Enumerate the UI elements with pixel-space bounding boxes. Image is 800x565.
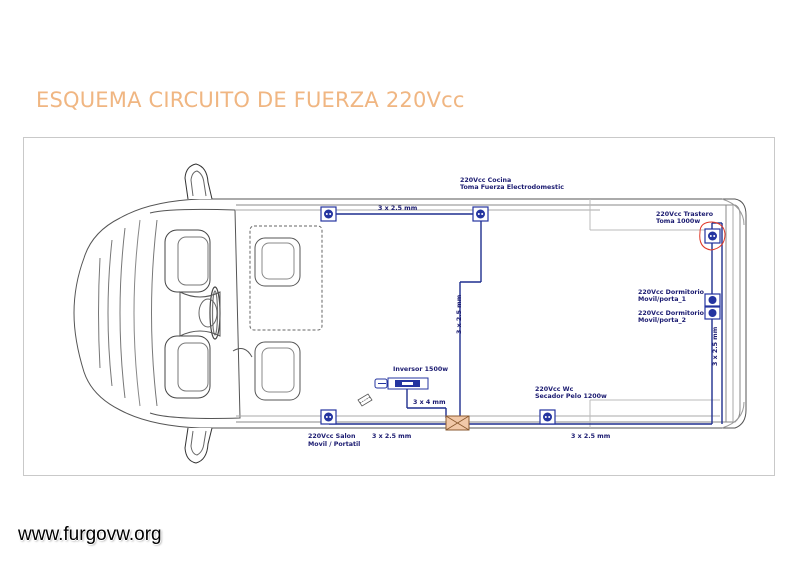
dim-right-vertical: 3 x 2.5 mm (712, 326, 719, 366)
label-cocina-line2: Toma Fuerza Electrodomestic (460, 184, 564, 191)
dim-top-run: 3 x 2.5 mm (378, 205, 418, 212)
label-wc-line2: Secador Pelo 1200w (535, 393, 607, 400)
outlet-icon (472, 206, 489, 222)
wiring (329, 213, 723, 425)
mirror-bottom (184, 427, 213, 464)
outlet-icon (539, 409, 556, 425)
label-wc-line1: 220Vcc Wc (535, 386, 574, 393)
outlet-icon (704, 306, 721, 320)
rear-seats (232, 225, 323, 401)
label-salon-line2: Movil / Portatil (308, 441, 360, 448)
seat-icon (164, 229, 221, 399)
label-inversor: Inversor 1500w (393, 366, 448, 373)
outlet-icon (320, 206, 337, 222)
junction-box-icon (445, 415, 470, 431)
battery-icon (357, 393, 373, 407)
label-dormitorio2-line1: 220Vcc Dormitorio (638, 310, 705, 317)
outlet-icon (320, 409, 337, 425)
steering-wheel-icon (209, 286, 221, 340)
label-dormitorio1-line1: 220Vcc Dormitorio (638, 289, 705, 296)
label-trastero-line2: Toma 1000w (656, 218, 700, 225)
watermark: www.furgovw.org (18, 524, 162, 545)
outlet-icon (704, 293, 721, 307)
van-body (73, 198, 747, 429)
label-trastero-line1: 220Vcc Trastero (656, 211, 714, 218)
label-dormitorio2-line2: Movil/porta_2 (638, 317, 686, 324)
dim-center-vertical: 3 x 2.5 mm (456, 294, 463, 334)
label-cocina-line1: 220Vcc Cocina (460, 177, 511, 184)
dim-inverter-feed: 3 x 4 mm (413, 399, 446, 406)
highlight-circle (699, 221, 726, 251)
outlet-icon (704, 228, 721, 244)
dim-bottom-left: 3 x 2.5 mm (372, 433, 412, 440)
label-salon-line1: 220Vcc Salon (308, 433, 355, 440)
mirror-top (184, 163, 213, 200)
diagram-frame (23, 137, 775, 476)
page-title: ESQUEMA CIRCUITO DE FUERZA 220Vcc (36, 88, 465, 112)
label-dormitorio1-line2: Movil/porta_1 (638, 296, 686, 303)
dim-bottom-right: 3 x 2.5 mm (571, 433, 611, 440)
inverter-icon (374, 377, 429, 390)
